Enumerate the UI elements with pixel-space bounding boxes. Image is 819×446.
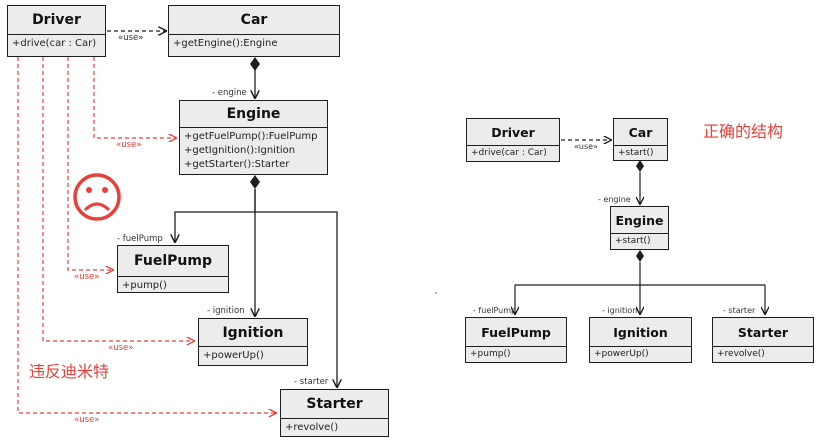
class-name: Driver: [467, 119, 559, 146]
class-name: FuelPump: [466, 318, 566, 347]
right-class-driver: Driver +drive(car : Car): [466, 118, 560, 162]
right-use-car-label: «use»: [574, 142, 598, 151]
left-driver-engine-violation: [93, 57, 176, 138]
class-name: Engine: [611, 207, 668, 234]
operation: +getFuelPump():FuelPump: [184, 131, 318, 142]
class-name: Car: [169, 6, 339, 35]
operation: +getEngine():Engine: [173, 38, 278, 49]
left-driver-ignition-violation: [42, 57, 194, 341]
class-name: Ignition: [590, 318, 691, 347]
right-class-starter: Starter +revolve(): [712, 317, 814, 363]
left-engine-fuelpump-composition: [175, 189, 256, 242]
operation: +powerUp(): [594, 349, 649, 359]
correct-caption: 正确的结构: [703, 122, 784, 141]
operation: +pump(): [122, 280, 167, 291]
class-operations: +revolve(): [713, 347, 813, 360]
right-class-car: Car +start(): [613, 118, 668, 161]
left-role-fuelpump-label: - fuelPump: [117, 234, 163, 244]
class-operations: +start(): [611, 234, 668, 247]
class-name: FuelPump: [118, 246, 228, 277]
class-name: Ignition: [199, 319, 307, 347]
left-role-starter-label: - starter: [294, 377, 329, 387]
operation: +pump(): [470, 349, 511, 359]
right-role-fuelpump-label: - fuelPump: [473, 306, 517, 315]
left-role-engine-label: - engine: [212, 88, 247, 98]
sad-face-icon: [73, 173, 121, 221]
operation: +start(): [618, 148, 654, 158]
class-operations: +drive(car : Car): [467, 146, 559, 159]
class-operations: +powerUp(): [590, 347, 691, 360]
left-class-driver: Driver +drive(car : Car): [7, 5, 106, 57]
left-class-engine: Engine +getFuelPump():FuelPump +getIgnit…: [179, 100, 328, 175]
class-operations: +revolve(): [281, 419, 388, 435]
class-name: Engine: [180, 101, 327, 128]
left-use-starter-label: «use»: [74, 415, 100, 425]
operation: +powerUp(): [203, 350, 264, 361]
left-role-ignition-label: - ignition: [207, 306, 245, 316]
operation: +start(): [615, 236, 651, 246]
right-class-engine: Engine +start(): [610, 206, 669, 250]
right-engine-diamond-icon: [636, 250, 644, 262]
class-operations: +drive(car : Car): [8, 35, 105, 51]
class-operations: +getEngine():Engine: [169, 35, 339, 51]
left-use-fuelpump-label: «use»: [74, 272, 100, 282]
left-driver-fuelpump-violation: [67, 57, 113, 270]
right-car-diamond-icon: [636, 160, 644, 172]
operation: +getStarter():Starter: [184, 159, 290, 171]
stray-dot: [435, 292, 437, 294]
class-name: Driver: [8, 6, 105, 35]
class-name: Car: [614, 119, 667, 146]
class-operations: +powerUp(): [199, 347, 307, 363]
right-role-starter-label: - starter: [723, 306, 756, 315]
left-driver-starter-violation: [17, 57, 276, 413]
violation-caption: 违反迪米特: [29, 362, 110, 381]
class-operations: +pump(): [466, 347, 566, 360]
left-engine-diamond-icon: [250, 175, 260, 189]
class-name: Starter: [281, 390, 388, 419]
left-class-starter: Starter +revolve(): [280, 389, 389, 437]
class-operations: +start(): [614, 146, 667, 159]
right-role-ignition-label: - ignition: [602, 306, 638, 315]
left-engine-starter-composition: [255, 211, 337, 387]
operation: +drive(car : Car): [12, 38, 97, 49]
right-class-ignition: Ignition +powerUp(): [589, 317, 692, 363]
left-class-fuelpump: FuelPump +pump(): [117, 245, 229, 293]
operation: +revolve(): [717, 349, 765, 359]
operation: +drive(car : Car): [471, 148, 547, 158]
class-name: Starter: [713, 318, 813, 347]
left-use-engine-label: «use»: [116, 140, 142, 150]
class-operations: +pump(): [118, 277, 228, 293]
left-class-car: Car +getEngine():Engine: [168, 5, 340, 57]
left-car-diamond-icon: [250, 57, 260, 71]
right-role-engine-label: - engine: [598, 195, 631, 204]
class-operations: +getFuelPump():FuelPump +getIgnition():I…: [180, 128, 327, 173]
left-use-ignition-label: «use»: [108, 343, 134, 353]
operation: +revolve(): [285, 422, 339, 433]
left-class-ignition: Ignition +powerUp(): [198, 318, 308, 366]
right-class-fuelpump: FuelPump +pump(): [465, 317, 567, 363]
operation: +getIgnition():Ignition: [184, 145, 296, 157]
left-use-car-label: «use»: [118, 33, 144, 43]
